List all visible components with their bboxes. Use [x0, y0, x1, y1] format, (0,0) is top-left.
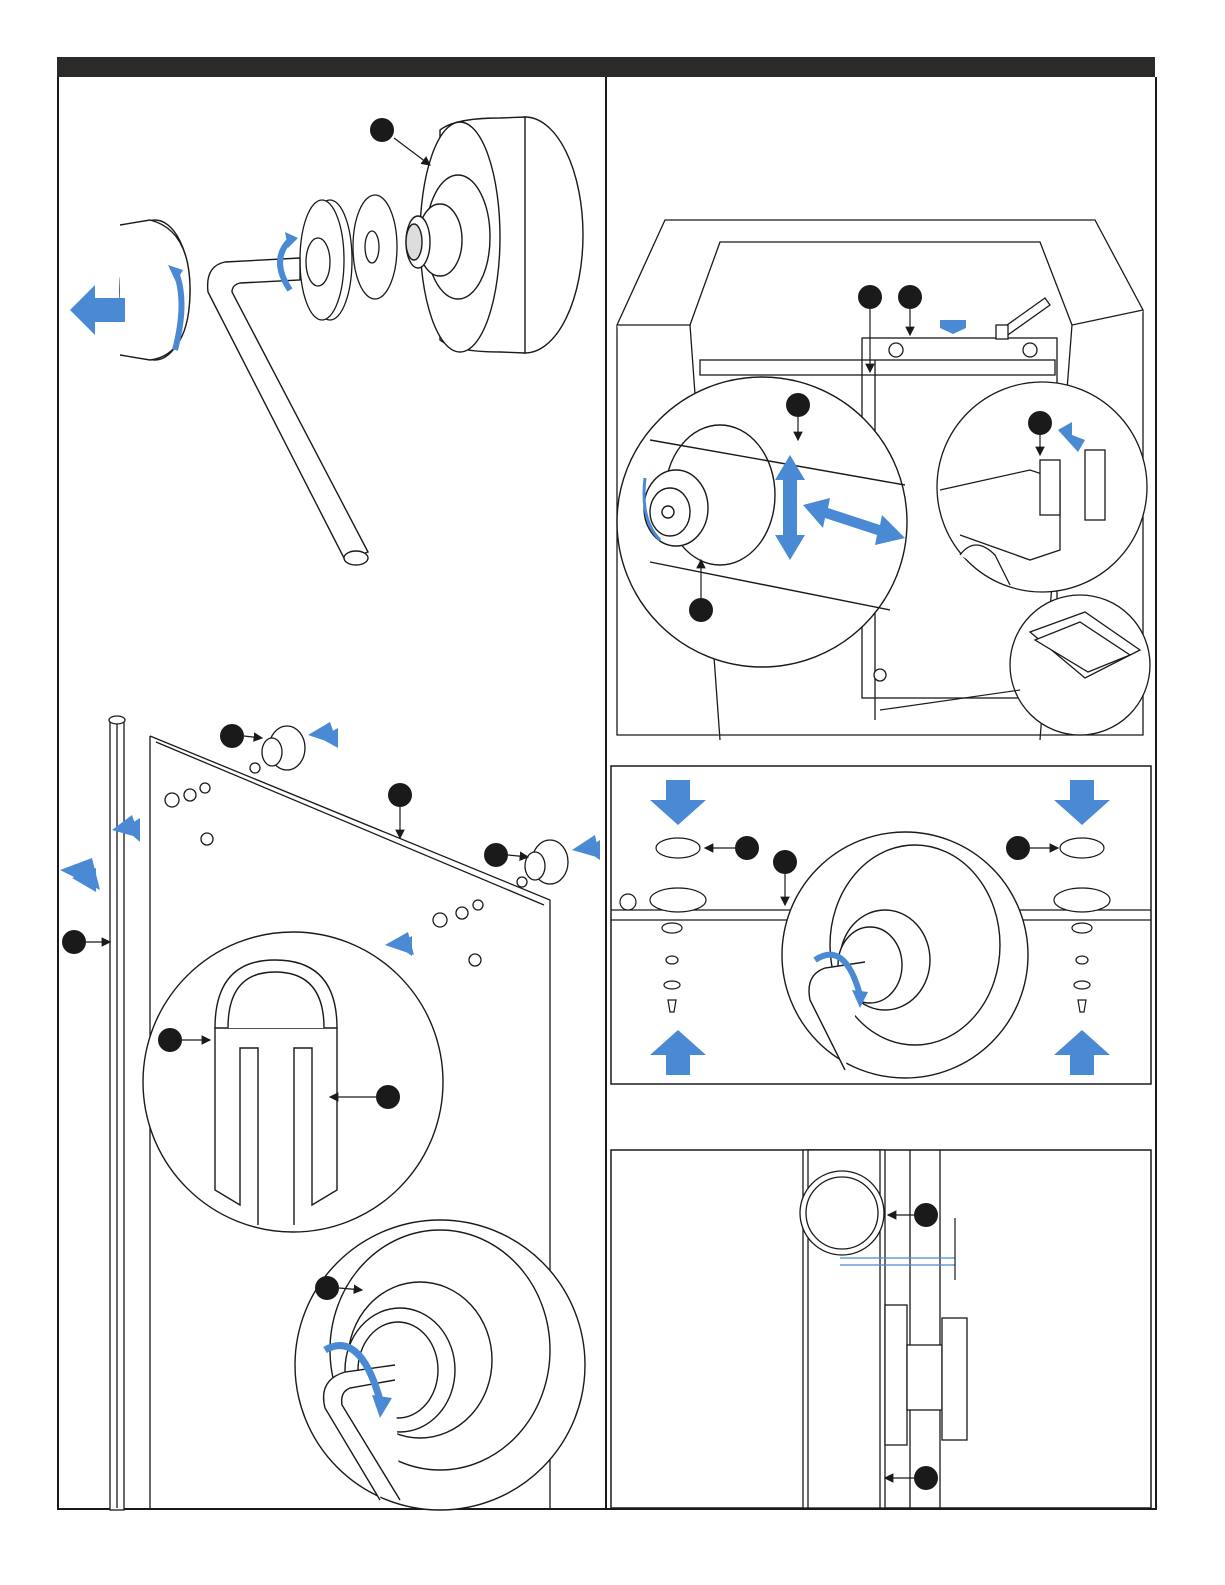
removal-arrow-icon — [70, 285, 125, 335]
callout-dot — [370, 118, 394, 142]
seal-profile-detail-icon — [143, 932, 443, 1232]
washer-icon — [353, 195, 397, 299]
enclosure-overview-panel — [617, 220, 1150, 740]
push-arrow-icon — [60, 722, 600, 956]
clearance-check-panel — [611, 1150, 1151, 1508]
rail-section-icon — [800, 1150, 967, 1508]
seal-strip-icon — [109, 716, 125, 1510]
roller-tighten-detail-icon — [295, 1220, 585, 1510]
roller-wheel-icon — [406, 117, 583, 353]
door-panel-hardware-panel — [60, 716, 600, 1510]
roller-wheel-icon — [165, 726, 568, 966]
roller-disassembly-panel — [70, 117, 583, 565]
bottom-guide-detail-icon — [1010, 595, 1150, 735]
roller-mounting-panel — [611, 766, 1151, 1084]
threaded-nut-icon — [300, 200, 352, 320]
